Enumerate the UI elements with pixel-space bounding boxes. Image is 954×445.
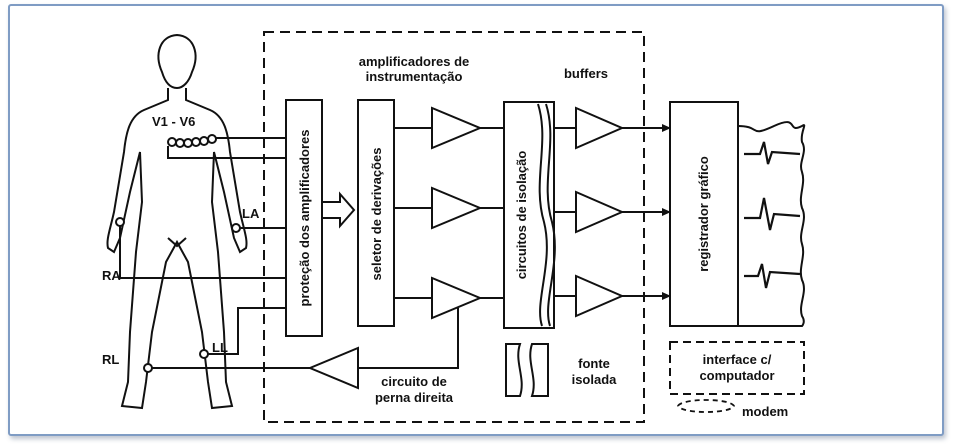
lead-selector-block [357, 99, 395, 327]
right-leg-driver-amp [307, 346, 359, 390]
instrumentation-amp-3 [431, 276, 483, 320]
buffer-amp-2 [575, 190, 625, 234]
recorder-paper-traces [737, 121, 806, 327]
right-leg-circuit-label-line2: perna direita [375, 390, 454, 405]
buffers-label: buffers [564, 66, 608, 81]
v1-v6-label: V1 - V6 [152, 114, 195, 129]
bus-arrow [321, 191, 356, 229]
isolated-supply-symbol [505, 343, 549, 397]
image-frame: V1 - V6 LA RA LL RL proteção dos amplifi… [8, 4, 944, 436]
la-label: LA [242, 206, 260, 221]
electrode-wires [119, 137, 310, 369]
buffer-amp-1 [575, 106, 625, 150]
ll-electrode [199, 349, 209, 359]
instrumentation-amplifiers [431, 106, 483, 320]
isolation-block [503, 101, 555, 329]
chart-recorder-block [669, 101, 739, 327]
buffer-amp-3 [575, 274, 625, 318]
la-electrode [231, 223, 241, 233]
protection-block-label: proteção dos amplificadores [297, 130, 312, 307]
lead-selector-label: seletor de derivações [369, 148, 384, 281]
modem-label: modem [742, 404, 788, 419]
chest-electrodes [167, 134, 217, 148]
protection-block [285, 99, 323, 337]
isolated-supply-label-line1: fonte [578, 356, 610, 371]
instrumentation-amp-2 [431, 186, 483, 230]
amplifier-unit-dashed-border [263, 31, 645, 423]
right-leg-circuit-label-line1: circuito de [381, 374, 447, 389]
instrumentation-amp-1 [431, 106, 483, 150]
ecg-block-diagram: V1 - V6 LA RA LL RL proteção dos amplifi… [102, 31, 806, 423]
modem-symbol [676, 399, 736, 413]
computer-interface-box [669, 341, 805, 395]
rl-label: RL [102, 352, 119, 367]
chart-recorder-label: registrador gráfico [696, 156, 711, 272]
instrumentation-amps-title-line2: instrumentação [366, 69, 463, 84]
computer-interface-label-line1: interface c/ [703, 352, 772, 367]
instrumentation-amps-title-line1: amplificadores de [359, 54, 470, 69]
isolated-supply-label-line2: isolada [572, 372, 618, 387]
ll-label: LL [212, 340, 228, 355]
isolation-block-label: circuitos de isolação [514, 151, 529, 280]
computer-interface-label-line2: computador [699, 368, 774, 383]
ra-electrode [115, 217, 125, 227]
ra-label: RA [102, 268, 121, 283]
human-body-figure [106, 33, 248, 410]
rl-electrode [143, 363, 153, 373]
